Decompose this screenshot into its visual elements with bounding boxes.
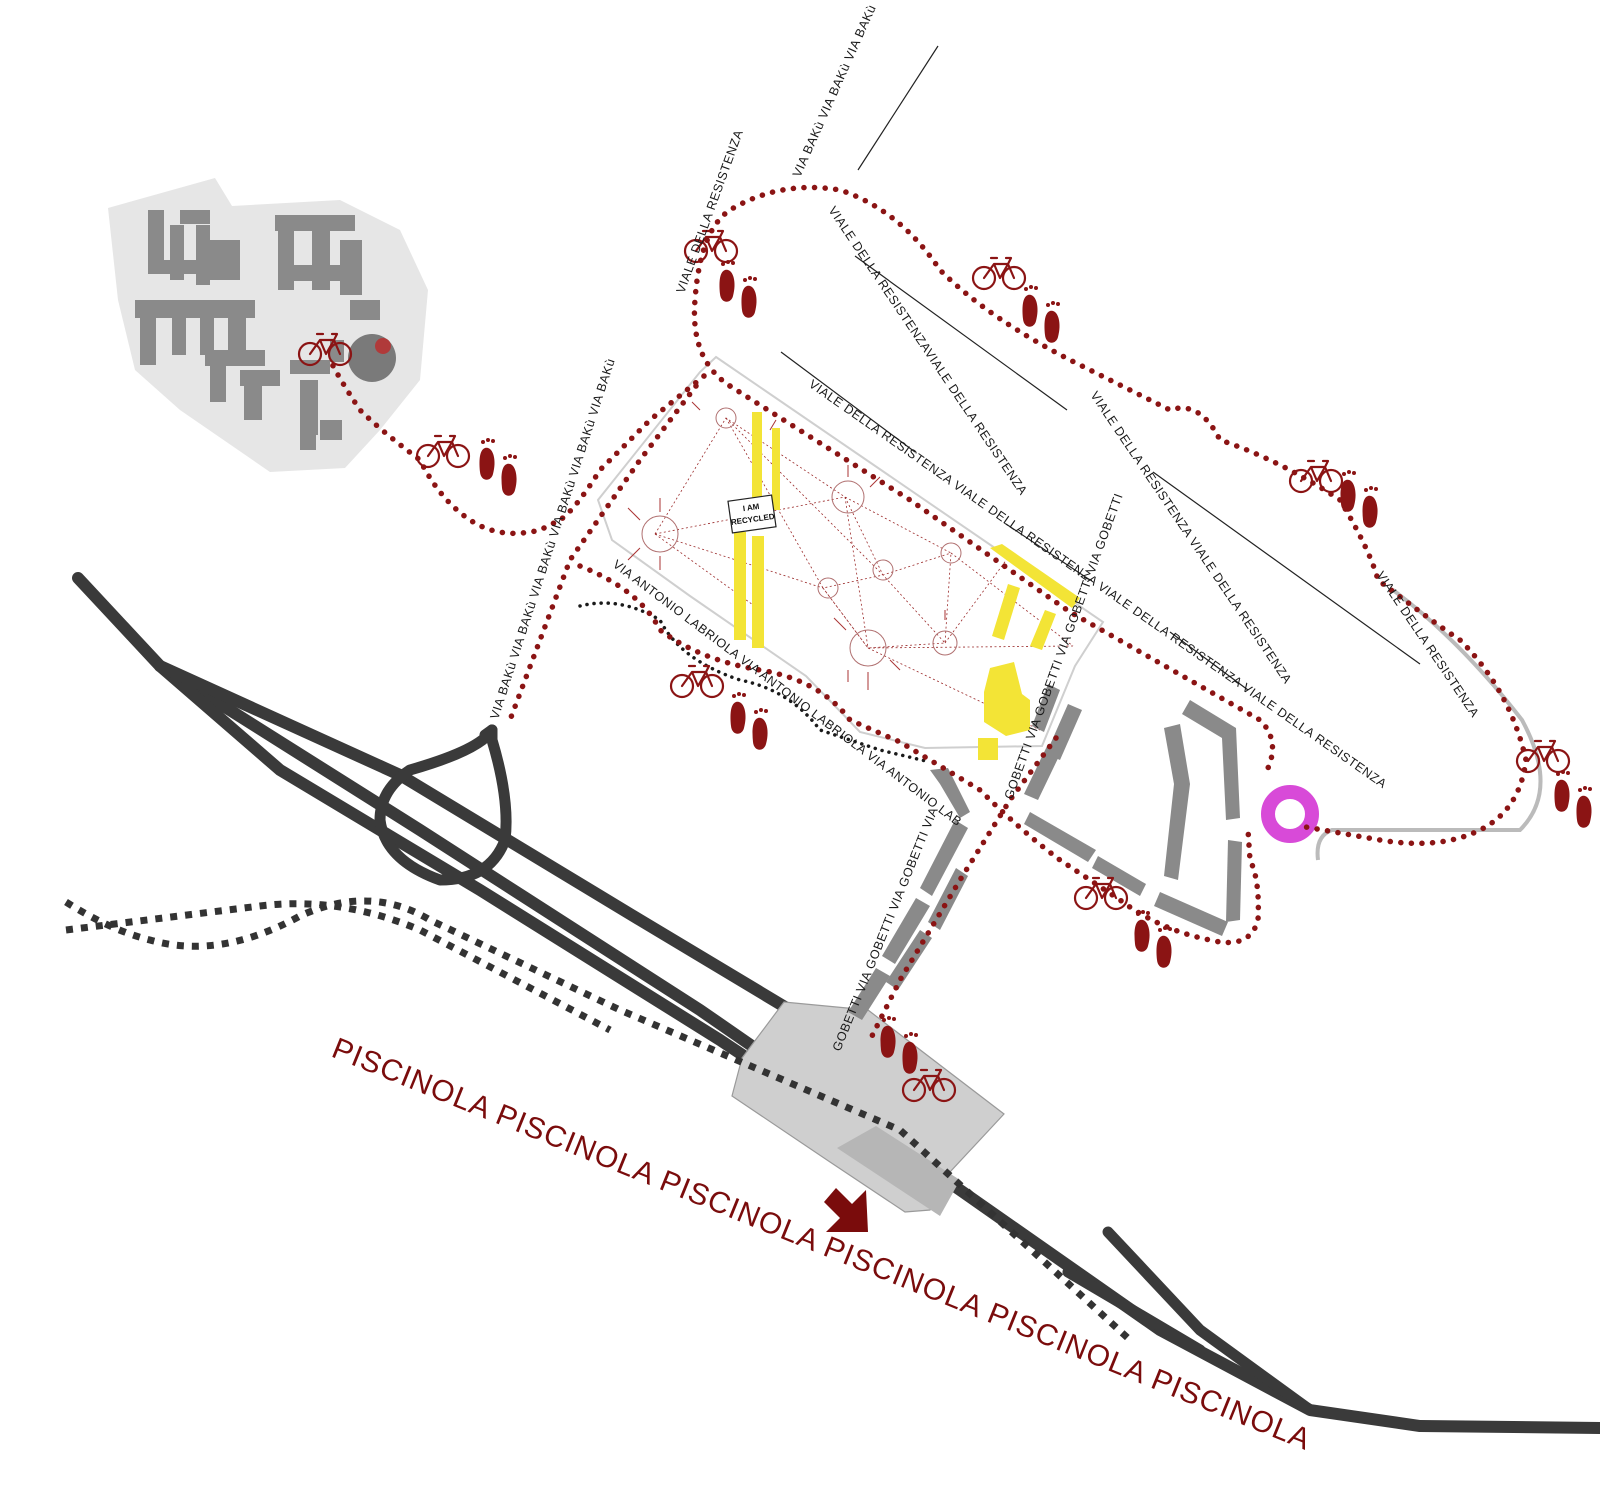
- recycled-signboard: I AM RECYCLED: [727, 494, 777, 534]
- bicycle-icon: [669, 664, 725, 699]
- footprints-icon: [1134, 910, 1172, 968]
- label-via-gobetti-left: GOBETTI VIA GOBETTI VIA GOBETTI VIA: [830, 805, 941, 1053]
- walking-cycling-trail: [327, 184, 1529, 1043]
- labriola-footpath: [578, 601, 932, 764]
- label-via-baku-top: VIA BAKù VIA BAKù VIA BAKù: [790, 2, 879, 179]
- signboard-line1: I AM: [742, 502, 760, 513]
- roundabout-marker: [1261, 785, 1319, 843]
- station-building: [731, 1001, 1005, 1216]
- footprints-icon: [479, 438, 517, 496]
- label-via-baku-left: VIA BAKù VIA BAKù VIA BAKù VIA BAKù VIA …: [488, 357, 618, 721]
- park-installations: [734, 412, 1080, 760]
- bicycle-icon: [1288, 459, 1344, 494]
- bicycle-icon: [415, 434, 471, 469]
- label-viale-della-resistenza-top: VIALE DELLA RESISTENZA: [674, 128, 746, 295]
- bicycle-icon: [971, 256, 1027, 291]
- direction-arrow-icon: [824, 1188, 868, 1232]
- label-viale-right-3: VIALE DELLA RESISTENZA: [1374, 569, 1482, 720]
- footprints-icon: [730, 692, 768, 750]
- square-dotted-tracks: [64, 897, 1133, 1343]
- street-edges: [780, 45, 1421, 691]
- footprints-icon: [1340, 470, 1378, 528]
- footprints-icon: [1554, 770, 1592, 828]
- right-footpath: [1315, 588, 1543, 861]
- neighbourhood-block: [108, 178, 428, 472]
- footprints-icon: [719, 260, 757, 318]
